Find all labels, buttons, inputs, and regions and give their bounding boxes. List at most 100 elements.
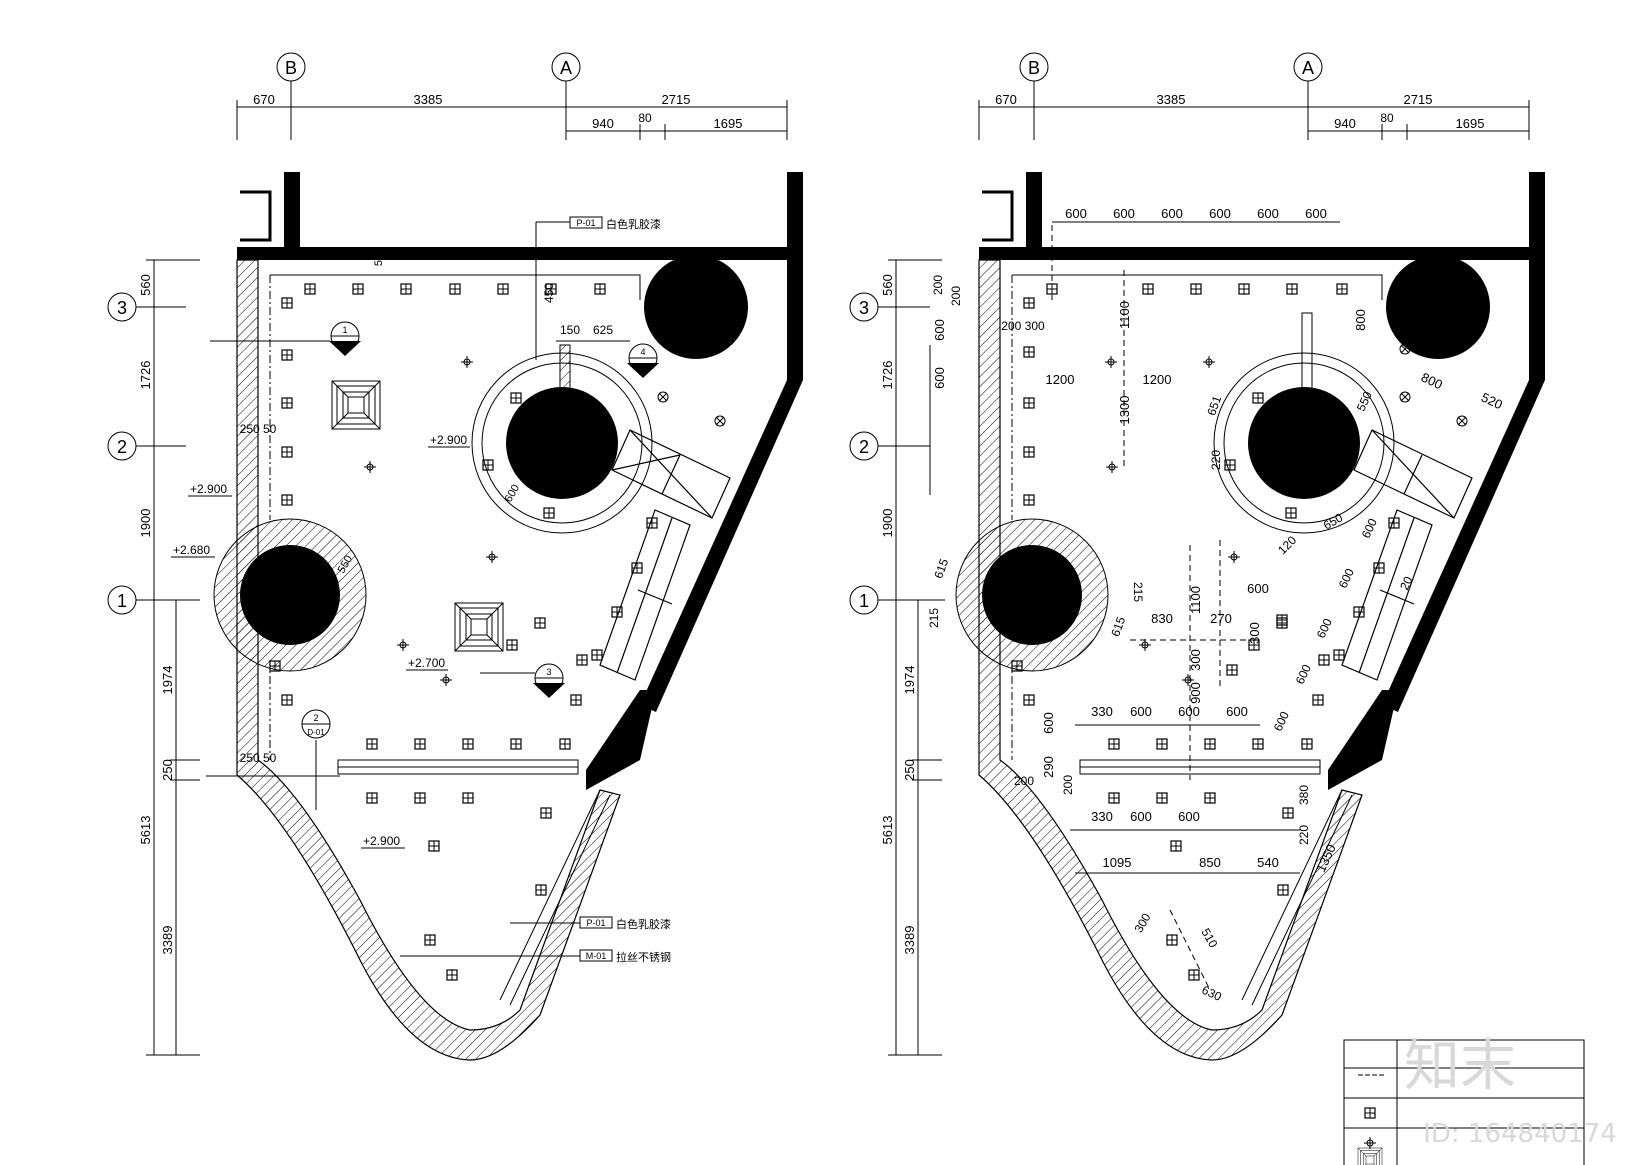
svg-text:615: 615 bbox=[1108, 615, 1128, 639]
svg-text:600: 600 bbox=[1161, 206, 1183, 221]
svg-text:A: A bbox=[560, 58, 572, 78]
svg-text:+2.900: +2.900 bbox=[430, 433, 467, 447]
svg-text:P-01: P-01 bbox=[586, 918, 605, 928]
svg-text:5613: 5613 bbox=[138, 816, 153, 845]
svg-text:3: 3 bbox=[117, 298, 127, 318]
svg-text:600: 600 bbox=[1178, 809, 1200, 824]
column-center-r bbox=[1248, 387, 1360, 499]
svg-text:B: B bbox=[285, 58, 297, 78]
svg-text:300: 300 bbox=[1188, 649, 1203, 671]
svg-text:290: 290 bbox=[1041, 756, 1056, 778]
svg-text:3385: 3385 bbox=[414, 92, 443, 107]
svg-text:+2.900: +2.900 bbox=[190, 482, 227, 496]
grid-bubble-2: 2 bbox=[107, 431, 137, 461]
column-top-right-r bbox=[1386, 255, 1490, 359]
svg-text:600: 600 bbox=[1209, 206, 1231, 221]
grid-bubble-b: B bbox=[276, 52, 306, 82]
svg-text:600: 600 bbox=[932, 367, 947, 389]
svg-text:510: 510 bbox=[1198, 926, 1220, 951]
section-marker-1: 1 D-01 bbox=[210, 321, 361, 356]
svg-text:330: 330 bbox=[1091, 704, 1113, 719]
svg-text:+2.680: +2.680 bbox=[173, 543, 210, 557]
svg-text:1200: 1200 bbox=[1046, 372, 1075, 387]
svg-text:600: 600 bbox=[1113, 206, 1135, 221]
svg-text:1095: 1095 bbox=[1103, 855, 1132, 870]
svg-text:600: 600 bbox=[1305, 206, 1327, 221]
svg-text:2: 2 bbox=[117, 437, 127, 457]
svg-text:80: 80 bbox=[638, 111, 652, 125]
svg-text:600: 600 bbox=[503, 483, 523, 505]
section-marker-3: 3 D-01 bbox=[480, 663, 565, 698]
svg-text:630: 630 bbox=[1200, 983, 1224, 1004]
section-marker-2: 2 D-01 bbox=[301, 709, 331, 810]
grid-bubble-a: A bbox=[551, 52, 581, 82]
svg-text:200: 200 bbox=[1061, 775, 1075, 795]
svg-text:80: 80 bbox=[1380, 111, 1394, 125]
svg-text:B: B bbox=[1028, 58, 1040, 78]
svg-text:1695: 1695 bbox=[1456, 116, 1485, 131]
right-plan: B A 670 3385 2715 940 80 1695 3 2 1 bbox=[849, 52, 1545, 1061]
column-left bbox=[240, 545, 340, 645]
svg-text:560: 560 bbox=[138, 274, 153, 296]
svg-text:830: 830 bbox=[1151, 611, 1173, 626]
svg-text:550: 550 bbox=[1354, 389, 1375, 413]
svg-text:600: 600 bbox=[1130, 809, 1152, 824]
svg-text:2: 2 bbox=[859, 437, 869, 457]
svg-text:2715: 2715 bbox=[662, 92, 691, 107]
svg-text:220: 220 bbox=[1209, 450, 1223, 470]
svg-text:250 50: 250 50 bbox=[240, 422, 277, 436]
svg-text:670: 670 bbox=[253, 92, 275, 107]
svg-text:1726: 1726 bbox=[138, 361, 153, 390]
svg-text:450: 450 bbox=[542, 283, 556, 303]
svg-text:1726: 1726 bbox=[880, 361, 895, 390]
svg-text:600: 600 bbox=[1247, 581, 1269, 596]
svg-text:600: 600 bbox=[1336, 566, 1357, 590]
svg-text:940: 940 bbox=[592, 116, 614, 131]
svg-text:+2.900: +2.900 bbox=[363, 834, 400, 848]
svg-text:50: 50 bbox=[373, 254, 385, 266]
svg-text:3: 3 bbox=[546, 667, 551, 677]
svg-text:D-01: D-01 bbox=[634, 362, 652, 371]
svg-text:1900: 1900 bbox=[880, 509, 895, 538]
svg-text:600: 600 bbox=[1041, 712, 1056, 734]
svg-text:250: 250 bbox=[160, 759, 175, 781]
svg-text:1974: 1974 bbox=[160, 666, 175, 695]
svg-text:3: 3 bbox=[859, 298, 869, 318]
svg-text:1: 1 bbox=[117, 591, 127, 611]
svg-text:2715: 2715 bbox=[1404, 92, 1433, 107]
svg-text:600: 600 bbox=[1065, 206, 1087, 221]
grid-bubble-1-right: 1 bbox=[849, 585, 879, 615]
svg-text:900: 900 bbox=[1188, 682, 1203, 704]
svg-text:1695: 1695 bbox=[714, 116, 743, 131]
svg-text:600: 600 bbox=[1130, 704, 1152, 719]
svg-text:1974: 1974 bbox=[902, 666, 917, 695]
svg-text:615: 615 bbox=[931, 557, 951, 581]
svg-text:600: 600 bbox=[1178, 704, 1200, 719]
column-left-r bbox=[982, 545, 1082, 645]
svg-text:600: 600 bbox=[1314, 616, 1335, 640]
svg-text:215: 215 bbox=[927, 608, 941, 628]
svg-text:1: 1 bbox=[342, 325, 347, 335]
svg-text:625: 625 bbox=[593, 323, 613, 337]
svg-text:200: 200 bbox=[931, 275, 945, 295]
svg-text:300: 300 bbox=[1247, 622, 1262, 644]
svg-text:+2.700: +2.700 bbox=[408, 656, 445, 670]
svg-text:250 50: 250 50 bbox=[240, 751, 277, 765]
svg-text:800: 800 bbox=[1353, 309, 1368, 331]
svg-text:A: A bbox=[1302, 58, 1314, 78]
svg-text:1300: 1300 bbox=[1117, 396, 1132, 425]
svg-text:1100: 1100 bbox=[1117, 301, 1132, 329]
svg-text:5613: 5613 bbox=[880, 816, 895, 845]
svg-text:3389: 3389 bbox=[902, 926, 917, 955]
svg-text:270: 270 bbox=[1210, 611, 1232, 626]
grid-bubble-a-right: A bbox=[1293, 52, 1323, 82]
svg-text:120: 120 bbox=[1275, 533, 1299, 557]
svg-text:白色乳胶漆: 白色乳胶漆 bbox=[616, 917, 671, 931]
svg-text:200 300: 200 300 bbox=[1001, 319, 1045, 333]
svg-text:知末: 知末 bbox=[1404, 1034, 1516, 1099]
column-top-right bbox=[644, 255, 748, 359]
svg-text:300: 300 bbox=[1131, 911, 1153, 936]
svg-text:200: 200 bbox=[1014, 774, 1034, 788]
svg-text:380: 380 bbox=[1297, 785, 1311, 805]
